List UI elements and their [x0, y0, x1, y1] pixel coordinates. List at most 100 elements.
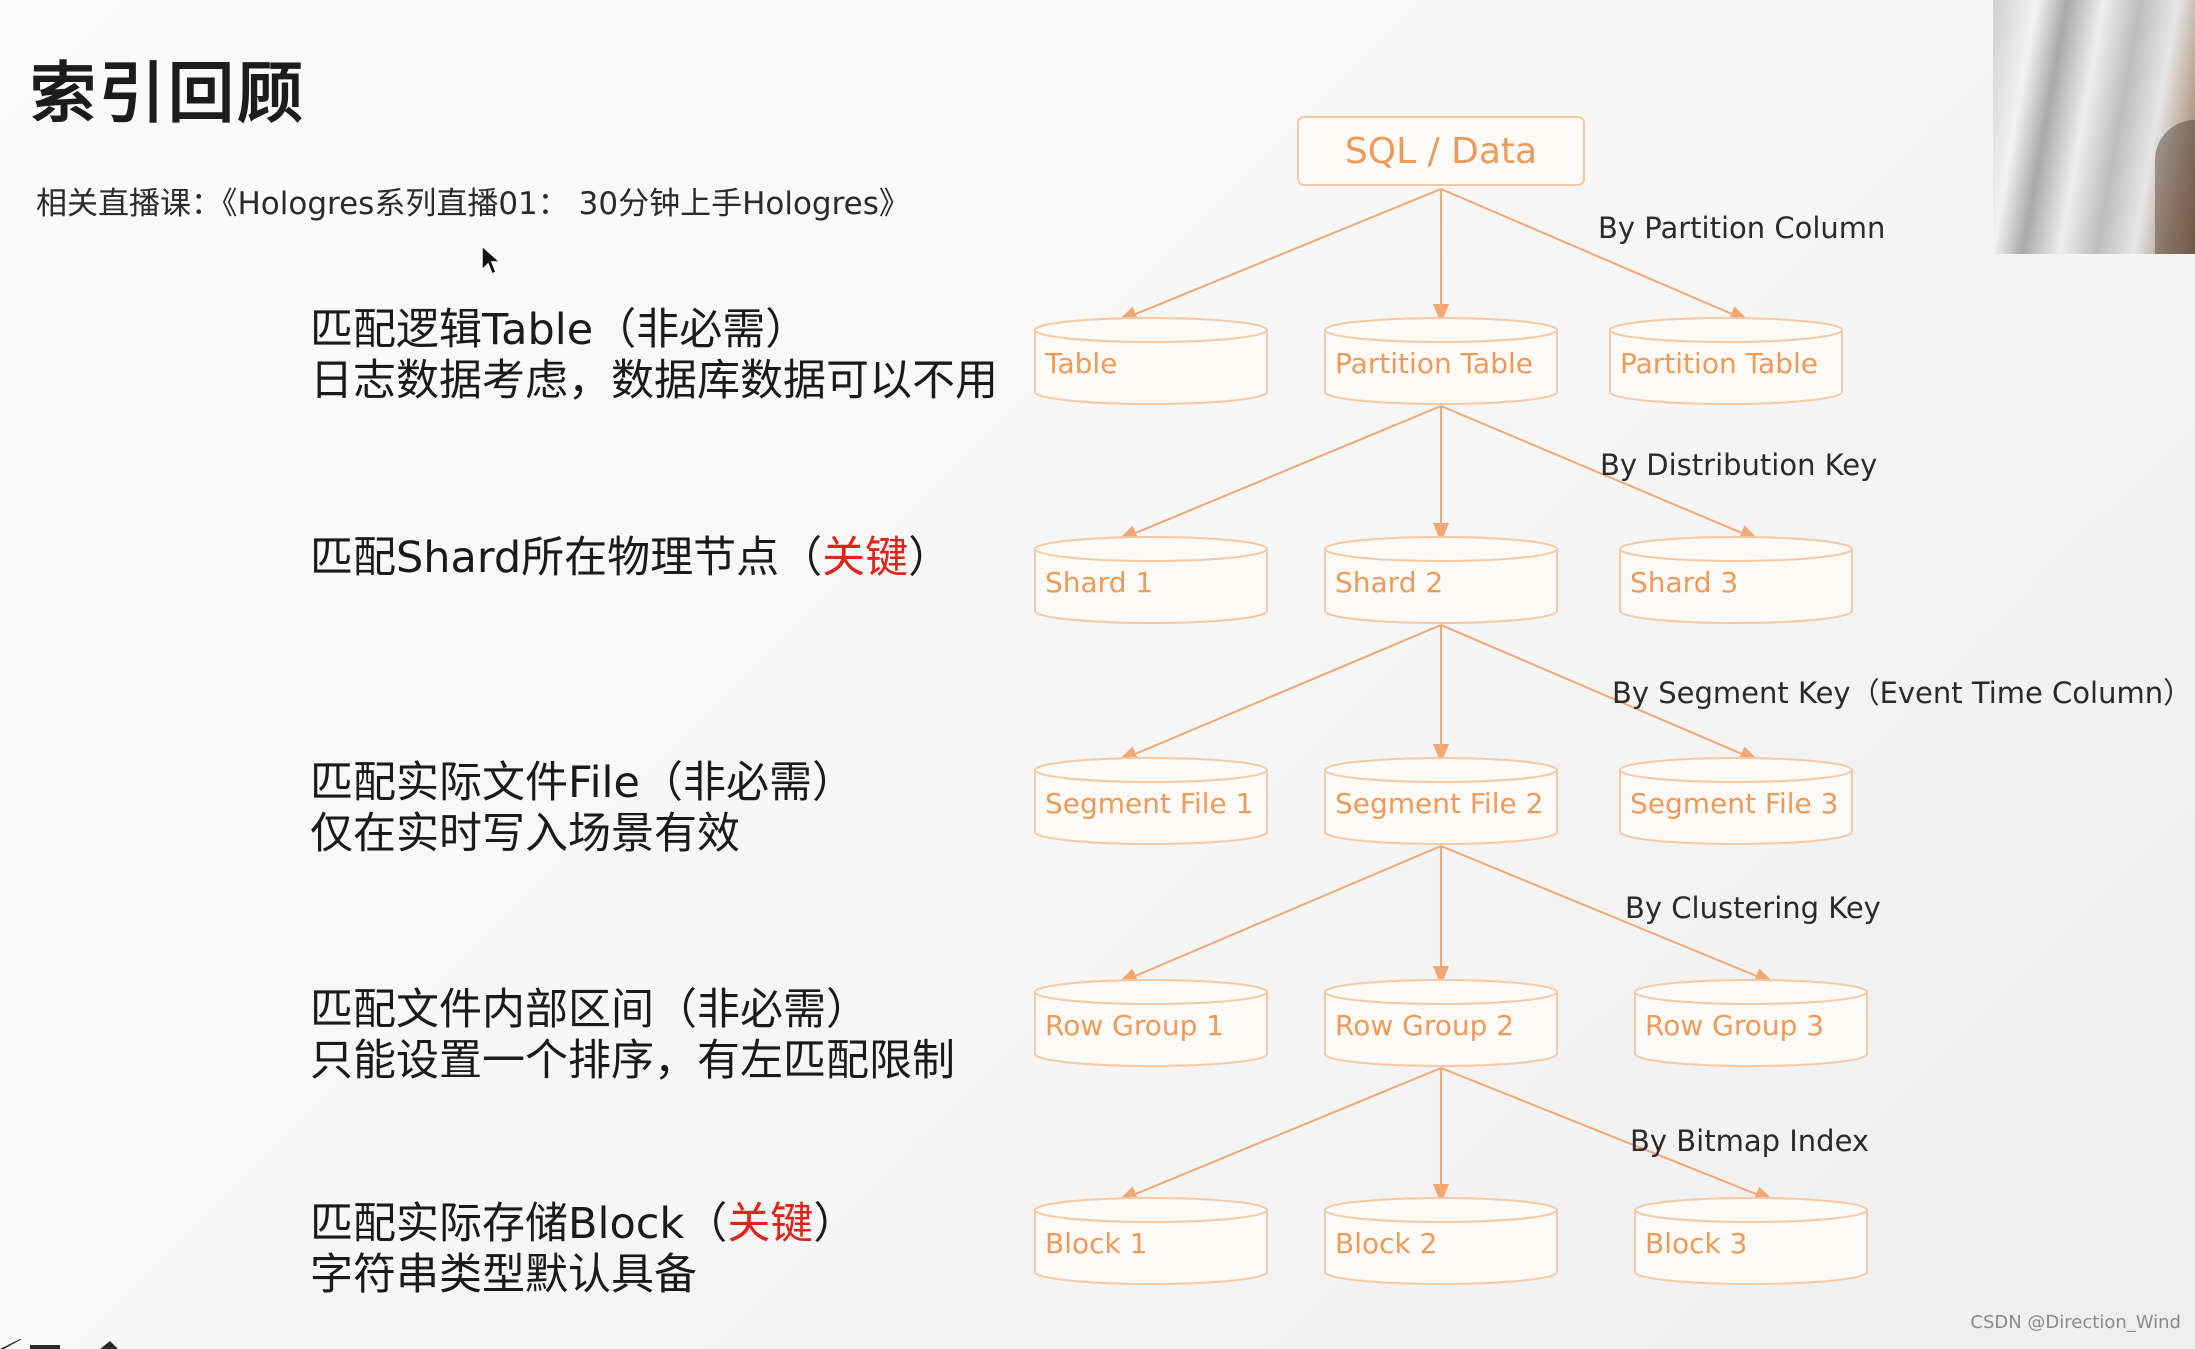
edge-arrow [1117, 1067, 1442, 1202]
node-top [1324, 1197, 1558, 1223]
node-label: Block 2 [1335, 1227, 1437, 1260]
presenter-webcam [1993, 0, 2195, 254]
node-top [1609, 317, 1843, 343]
node-shard-2-1-1: Shard 2 [1324, 536, 1558, 624]
root-node-box [1297, 116, 1585, 186]
desc-shard-key-highlight: 关键 [822, 533, 909, 583]
node-row-group-2-3-1: Row Group 2 [1324, 979, 1558, 1067]
node-top [1324, 536, 1558, 562]
node-body [1324, 330, 1558, 405]
node-block-1-4-0: Block 1 [1034, 1197, 1268, 1285]
node-top [1034, 757, 1268, 783]
node-top [1324, 757, 1558, 783]
csdn-watermark: CSDN @Direction_Wind [1970, 1312, 2181, 1333]
diagram-edges [1117, 188, 1775, 1204]
desc-file-line-1: 匹配实际文件File（非必需） [310, 758, 855, 808]
node-body [1634, 992, 1868, 1067]
edge-arrow [1440, 188, 1750, 322]
desc-block-match: 匹配实际存储Block（关键） 字符串类型默认具备 [310, 1199, 856, 1301]
node-body [1324, 770, 1558, 845]
node-body [1324, 1210, 1558, 1285]
node-label: Partition Table [1620, 347, 1818, 380]
node-block-3-4-2: Block 3 [1634, 1197, 1868, 1285]
node-body [1619, 770, 1853, 845]
node-top [1034, 979, 1268, 1005]
node-label: Partition Table [1335, 347, 1533, 380]
node-top [1324, 317, 1558, 343]
node-top [1034, 536, 1268, 562]
node-top [1619, 757, 1853, 783]
diagram-level-labels: By Partition Column By Distribution KeyBy… [1598, 211, 2192, 1158]
desc-table-line-2: 日志数据考虑，数据库数据可以不用 [310, 356, 998, 406]
edge-arrow [1117, 405, 1442, 541]
corner-logo-fragment [0, 1339, 118, 1349]
node-shard-3-1-2: Shard 3 [1619, 536, 1853, 624]
node-top [1634, 1197, 1868, 1223]
node-row-group-3-3-2: Row Group 3 [1634, 979, 1868, 1067]
node-body [1324, 549, 1558, 624]
edge-arrow [1440, 405, 1760, 541]
node-body [1619, 549, 1853, 624]
desc-file-line-2: 仅在实时写入场景有效 [310, 809, 740, 859]
node-segment-file-2-2-1: Segment File 2 [1324, 757, 1558, 845]
desc-shard-text: 匹配Shard所在物理节点（ [310, 533, 823, 583]
node-label: Row Group 1 [1045, 1009, 1224, 1042]
node-label: Row Group 2 [1335, 1009, 1514, 1042]
node-body [1034, 770, 1268, 845]
node-label: Segment File 3 [1630, 787, 1838, 820]
node-label: Shard 2 [1335, 566, 1443, 599]
node-top [1034, 1197, 1268, 1223]
node-label: Block 1 [1045, 1227, 1147, 1260]
desc-shard-match: 匹配Shard所在物理节点（关键） [310, 533, 951, 584]
node-shard-1-1-0: Shard 1 [1034, 536, 1268, 624]
desc-range-line-2: 只能设置一个排序，有左匹配限制 [310, 1036, 955, 1086]
desc-block-line-1: 匹配实际存储Block（关键） [310, 1199, 856, 1250]
level-label-3: By Segment Key（Event Time Column） [1612, 676, 2192, 710]
desc-shard-paren: ） [908, 533, 952, 583]
node-body [1034, 992, 1268, 1067]
edge-arrow [1440, 1067, 1775, 1202]
level-label-1: By Partition Column [1598, 211, 1885, 245]
node-body [1034, 330, 1268, 405]
node-top [1619, 536, 1853, 562]
webcam-presenter-silhouette [2155, 120, 2195, 254]
desc-range-line-1: 匹配文件内部区间（非必需） [310, 985, 869, 1035]
slide-title: 索引回顾 [30, 55, 306, 132]
edge-arrow [1117, 188, 1442, 322]
node-label: Segment File 2 [1335, 787, 1543, 820]
node-top [1034, 317, 1268, 343]
level-label-4: By Clustering Key [1625, 891, 1881, 925]
node-block-2-4-1: Block 2 [1324, 1197, 1558, 1285]
node-top [1324, 979, 1558, 1005]
node-segment-file-3-2-2: Segment File 3 [1619, 757, 1853, 845]
node-body [1324, 992, 1558, 1067]
mouse-cursor-icon [481, 244, 502, 276]
node-partition-table-0-1: Partition Table [1324, 317, 1558, 405]
root-node-label: SQL / Data [1345, 131, 1537, 172]
node-label: Shard 1 [1045, 566, 1153, 599]
node-label: Segment File 1 [1045, 787, 1253, 820]
edge-arrow [1117, 624, 1442, 762]
related-course-subtitle: 相关直播课：《Hologres系列直播01： 30分钟上手Hologres》 [36, 186, 910, 222]
node-label: Block 3 [1645, 1227, 1747, 1260]
desc-table-line-1: 匹配逻辑Table（非必需） [310, 305, 809, 355]
node-label: Shard 3 [1630, 566, 1738, 599]
desc-table-match: 匹配逻辑Table（非必需） 日志数据考虑，数据库数据可以不用 [310, 305, 998, 407]
level-label-2: By Distribution Key [1600, 448, 1877, 482]
desc-block-text: 匹配实际存储Block（ [310, 1199, 728, 1249]
node-label: Table [1044, 347, 1117, 380]
node-body [1634, 1210, 1868, 1285]
edge-arrow [1117, 845, 1442, 984]
desc-file-match: 匹配实际文件File（非必需） 仅在实时写入场景有效 [310, 758, 855, 860]
desc-block-line-2: 字符串类型默认具备 [310, 1250, 697, 1300]
level-label-5: By Bitmap Index [1630, 1124, 1869, 1158]
desc-block-paren: ） [813, 1199, 857, 1249]
desc-range-match: 匹配文件内部区间（非必需） 只能设置一个排序，有左匹配限制 [310, 985, 955, 1087]
edge-arrow [1440, 845, 1775, 984]
node-top [1634, 979, 1868, 1005]
edge-arrow [1440, 624, 1760, 762]
node-row-group-1-3-0: Row Group 1 [1034, 979, 1268, 1067]
